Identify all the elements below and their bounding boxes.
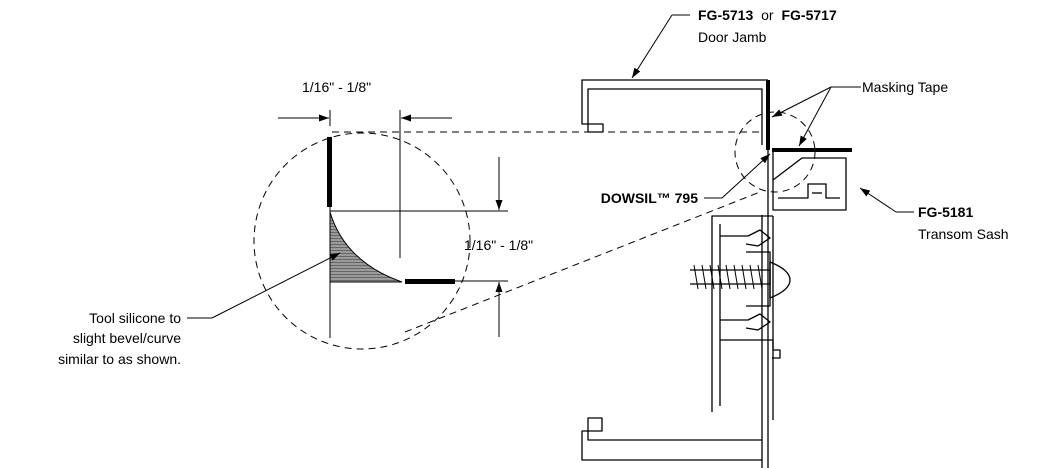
arrowhead-icon [798, 86, 832, 147]
dimension-side-label: 1/16" - 1/8" [464, 237, 533, 253]
dimension-top: 1/16" - 1/8" [278, 79, 452, 126]
door-jamb-callout: FG-5713 or FG-5717 Door Jamb [631, 7, 837, 79]
silicone-fillet [329, 211, 403, 283]
gasket [769, 261, 791, 299]
enlarged-detail [253, 120, 508, 350]
detail-circle [253, 132, 471, 350]
arrowhead-icon [771, 86, 832, 118]
screw-icon [690, 264, 771, 290]
door-jamb-part-label: FG-5713 or FG-5717 [698, 7, 837, 23]
projection-line-bottom [404, 191, 761, 333]
arrowhead-icon [859, 187, 897, 213]
door-jamb-profile [581, 79, 770, 468]
transom-sash-part-label: FG-5181 [918, 204, 973, 220]
tape-horizontal [405, 279, 455, 284]
masking-tape-callout: Masking Tape [771, 79, 948, 147]
dimension-top-label: 1/16" - 1/8" [302, 79, 371, 95]
transom-sash-callout: FG-5181 Transom Sash [859, 187, 1009, 242]
transom-sash-profile [711, 148, 852, 420]
tool-silicone-note: Tool silicone to slight bevel/curve simi… [58, 252, 341, 367]
note-line-2: slight bevel/curve [73, 330, 181, 346]
transom-sash-desc-label: Transom Sash [918, 226, 1009, 242]
sash-tape [772, 148, 852, 152]
dimension-side: 1/16" - 1/8" [464, 157, 533, 337]
arrowhead-icon [721, 153, 771, 199]
note-line-3: similar to as shown. [58, 351, 181, 367]
note-line-1: Tool silicone to [89, 310, 181, 326]
door-jamb-desc-label: Door Jamb [698, 29, 767, 45]
tape-vertical [327, 137, 332, 207]
masking-tape-label: Masking Tape [862, 79, 948, 95]
dowsil-label: DOWSIL™ 795 [601, 190, 698, 206]
dowsil-callout: DOWSIL™ 795 [601, 153, 771, 206]
